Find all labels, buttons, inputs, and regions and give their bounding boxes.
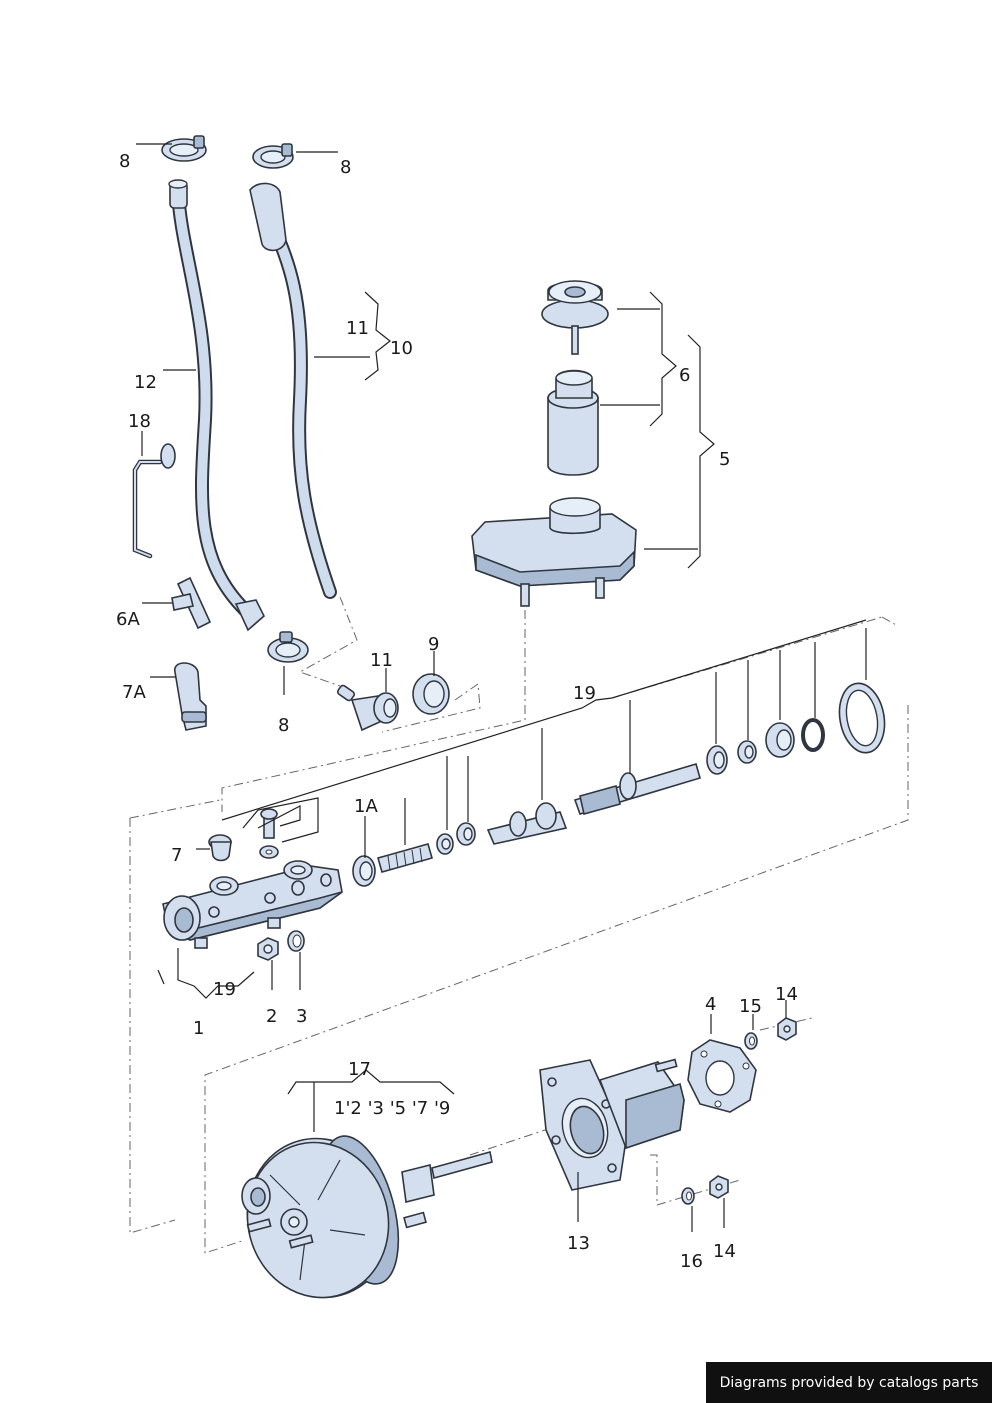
callout-6: 6 xyxy=(679,365,690,386)
hose-clamp-top-left xyxy=(161,135,207,162)
nut-14-lower xyxy=(709,1175,729,1199)
callout-10: 10 xyxy=(390,338,413,359)
reservoir-cap-6 xyxy=(541,280,609,355)
callout-19-bottom: 19 xyxy=(213,979,236,1000)
callout-7a: 7A xyxy=(122,682,146,703)
master-cylinder-1 xyxy=(162,860,343,949)
callout-7: 7 xyxy=(171,845,182,866)
hose-11 xyxy=(249,182,337,599)
callout-1a: 1A xyxy=(354,796,378,817)
bracket-wire-18 xyxy=(132,443,176,559)
callout-1: 1 xyxy=(193,1018,204,1039)
leader-lines xyxy=(136,143,867,1232)
nut-2 xyxy=(257,937,279,961)
callout-16: 16 xyxy=(680,1251,703,1272)
callout-17: 17 xyxy=(348,1059,371,1080)
callout-19-top: 19 xyxy=(573,683,596,704)
callout-11-elbow: 11 xyxy=(370,650,393,671)
servo-bracket-13 xyxy=(539,1058,685,1191)
credit-text: Diagrams provided by catalogs parts xyxy=(719,1374,979,1391)
callout-13: 13 xyxy=(567,1233,590,1254)
callout-14-upper: 14 xyxy=(775,984,798,1005)
hose-clamp-bottom xyxy=(267,631,309,663)
bolt-and-washer xyxy=(259,808,279,859)
callout-2: 2 xyxy=(266,1006,277,1027)
hose-12 xyxy=(168,179,265,632)
callout-8-top-right: 8 xyxy=(340,157,351,178)
nut-14-upper xyxy=(777,1017,797,1041)
clip-7a xyxy=(174,662,207,731)
elbow-connector-11 xyxy=(336,684,399,732)
callout-4: 4 xyxy=(705,994,716,1015)
hose-clamp-top-right xyxy=(252,143,294,169)
callout-8-top-left: 8 xyxy=(119,151,130,172)
callout-14-lower: 14 xyxy=(713,1241,736,1262)
reservoir-strainer-6 xyxy=(547,369,599,476)
callout-17-variants: 1'2 '3 '5 '7 '9 xyxy=(334,1098,450,1119)
callout-11-hose: 11 xyxy=(346,318,369,339)
callout-8-bottom: 8 xyxy=(278,715,289,736)
washer-15 xyxy=(744,1032,758,1050)
washer-16 xyxy=(681,1187,695,1205)
grommet-9 xyxy=(412,673,450,715)
callout-labels: 8 8 8 11 10 12 18 6A 7A 11 9 6 5 19 1A 7… xyxy=(116,151,798,1272)
brake-fluid-reservoir-5 xyxy=(471,497,637,607)
callout-18: 18 xyxy=(128,411,151,432)
plug-7 xyxy=(208,834,232,862)
callout-5: 5 xyxy=(719,449,730,470)
callout-6a: 6A xyxy=(116,609,140,630)
master-cylinder-internals xyxy=(352,682,886,887)
callout-9: 9 xyxy=(428,634,439,655)
brake-servo-17 xyxy=(241,1135,493,1299)
callout-12: 12 xyxy=(134,372,157,393)
washer-3 xyxy=(287,930,305,952)
t-piece-6a xyxy=(171,576,212,630)
callout-15: 15 xyxy=(739,996,762,1017)
callout-3: 3 xyxy=(296,1006,307,1027)
gasket-4 xyxy=(687,1039,757,1113)
credit-banner: Diagrams provided by catalogs parts xyxy=(706,1362,992,1403)
